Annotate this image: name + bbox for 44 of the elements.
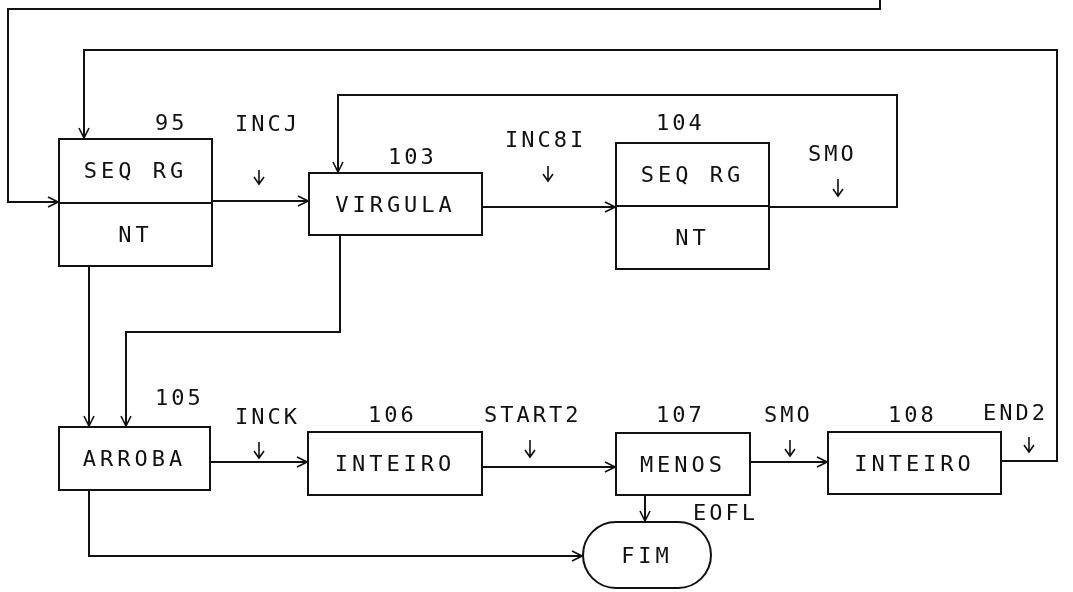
split-process-box [58, 138, 213, 267]
step-number: 106 [368, 404, 417, 426]
edge-label: INC8I [505, 129, 587, 151]
arrow [482, 201, 616, 213]
node-label: ARROBA [82, 446, 187, 471]
step-number: 104 [656, 112, 705, 134]
step-number: 108 [888, 404, 937, 426]
node-label: SEQ RG [640, 162, 745, 187]
arrow [7, 0, 881, 208]
arrow [83, 266, 95, 427]
node-label: SEQ RG [83, 158, 188, 184]
step-number: 95 [155, 112, 188, 134]
edge-label: INCK [235, 406, 300, 428]
node-label: VIRGULA [335, 191, 456, 217]
arrow [482, 461, 616, 473]
edge-label: SMO [764, 404, 813, 426]
process-box [307, 431, 483, 496]
process-box [58, 426, 211, 491]
arrow [88, 490, 583, 562]
arrow [120, 235, 341, 427]
arrow [210, 456, 308, 468]
arrow [212, 195, 309, 207]
node-label: INTEIRO [854, 450, 975, 476]
edge-label: START2 [484, 404, 582, 426]
process-box [615, 432, 751, 496]
node-label: NT [118, 221, 153, 247]
process-box [827, 431, 1002, 495]
node-label: MENOS [639, 451, 727, 477]
edge-label: EOFL [693, 502, 758, 524]
step-number: 107 [656, 404, 705, 426]
arrow [750, 456, 828, 468]
step-number: 103 [388, 146, 437, 168]
process-box [308, 172, 483, 236]
node-label: INTEIRO [334, 451, 456, 476]
node-label: NT [675, 225, 710, 250]
step-number: 105 [155, 387, 204, 409]
arrow [78, 49, 1058, 462]
edge-label: END2 [983, 402, 1048, 424]
arrow [332, 94, 898, 208]
node-label: FIM [621, 542, 673, 568]
edge-label: INCJ [235, 113, 300, 135]
edge-label: SMO [808, 143, 857, 165]
arrow [639, 495, 651, 522]
split-process-box [615, 142, 770, 270]
